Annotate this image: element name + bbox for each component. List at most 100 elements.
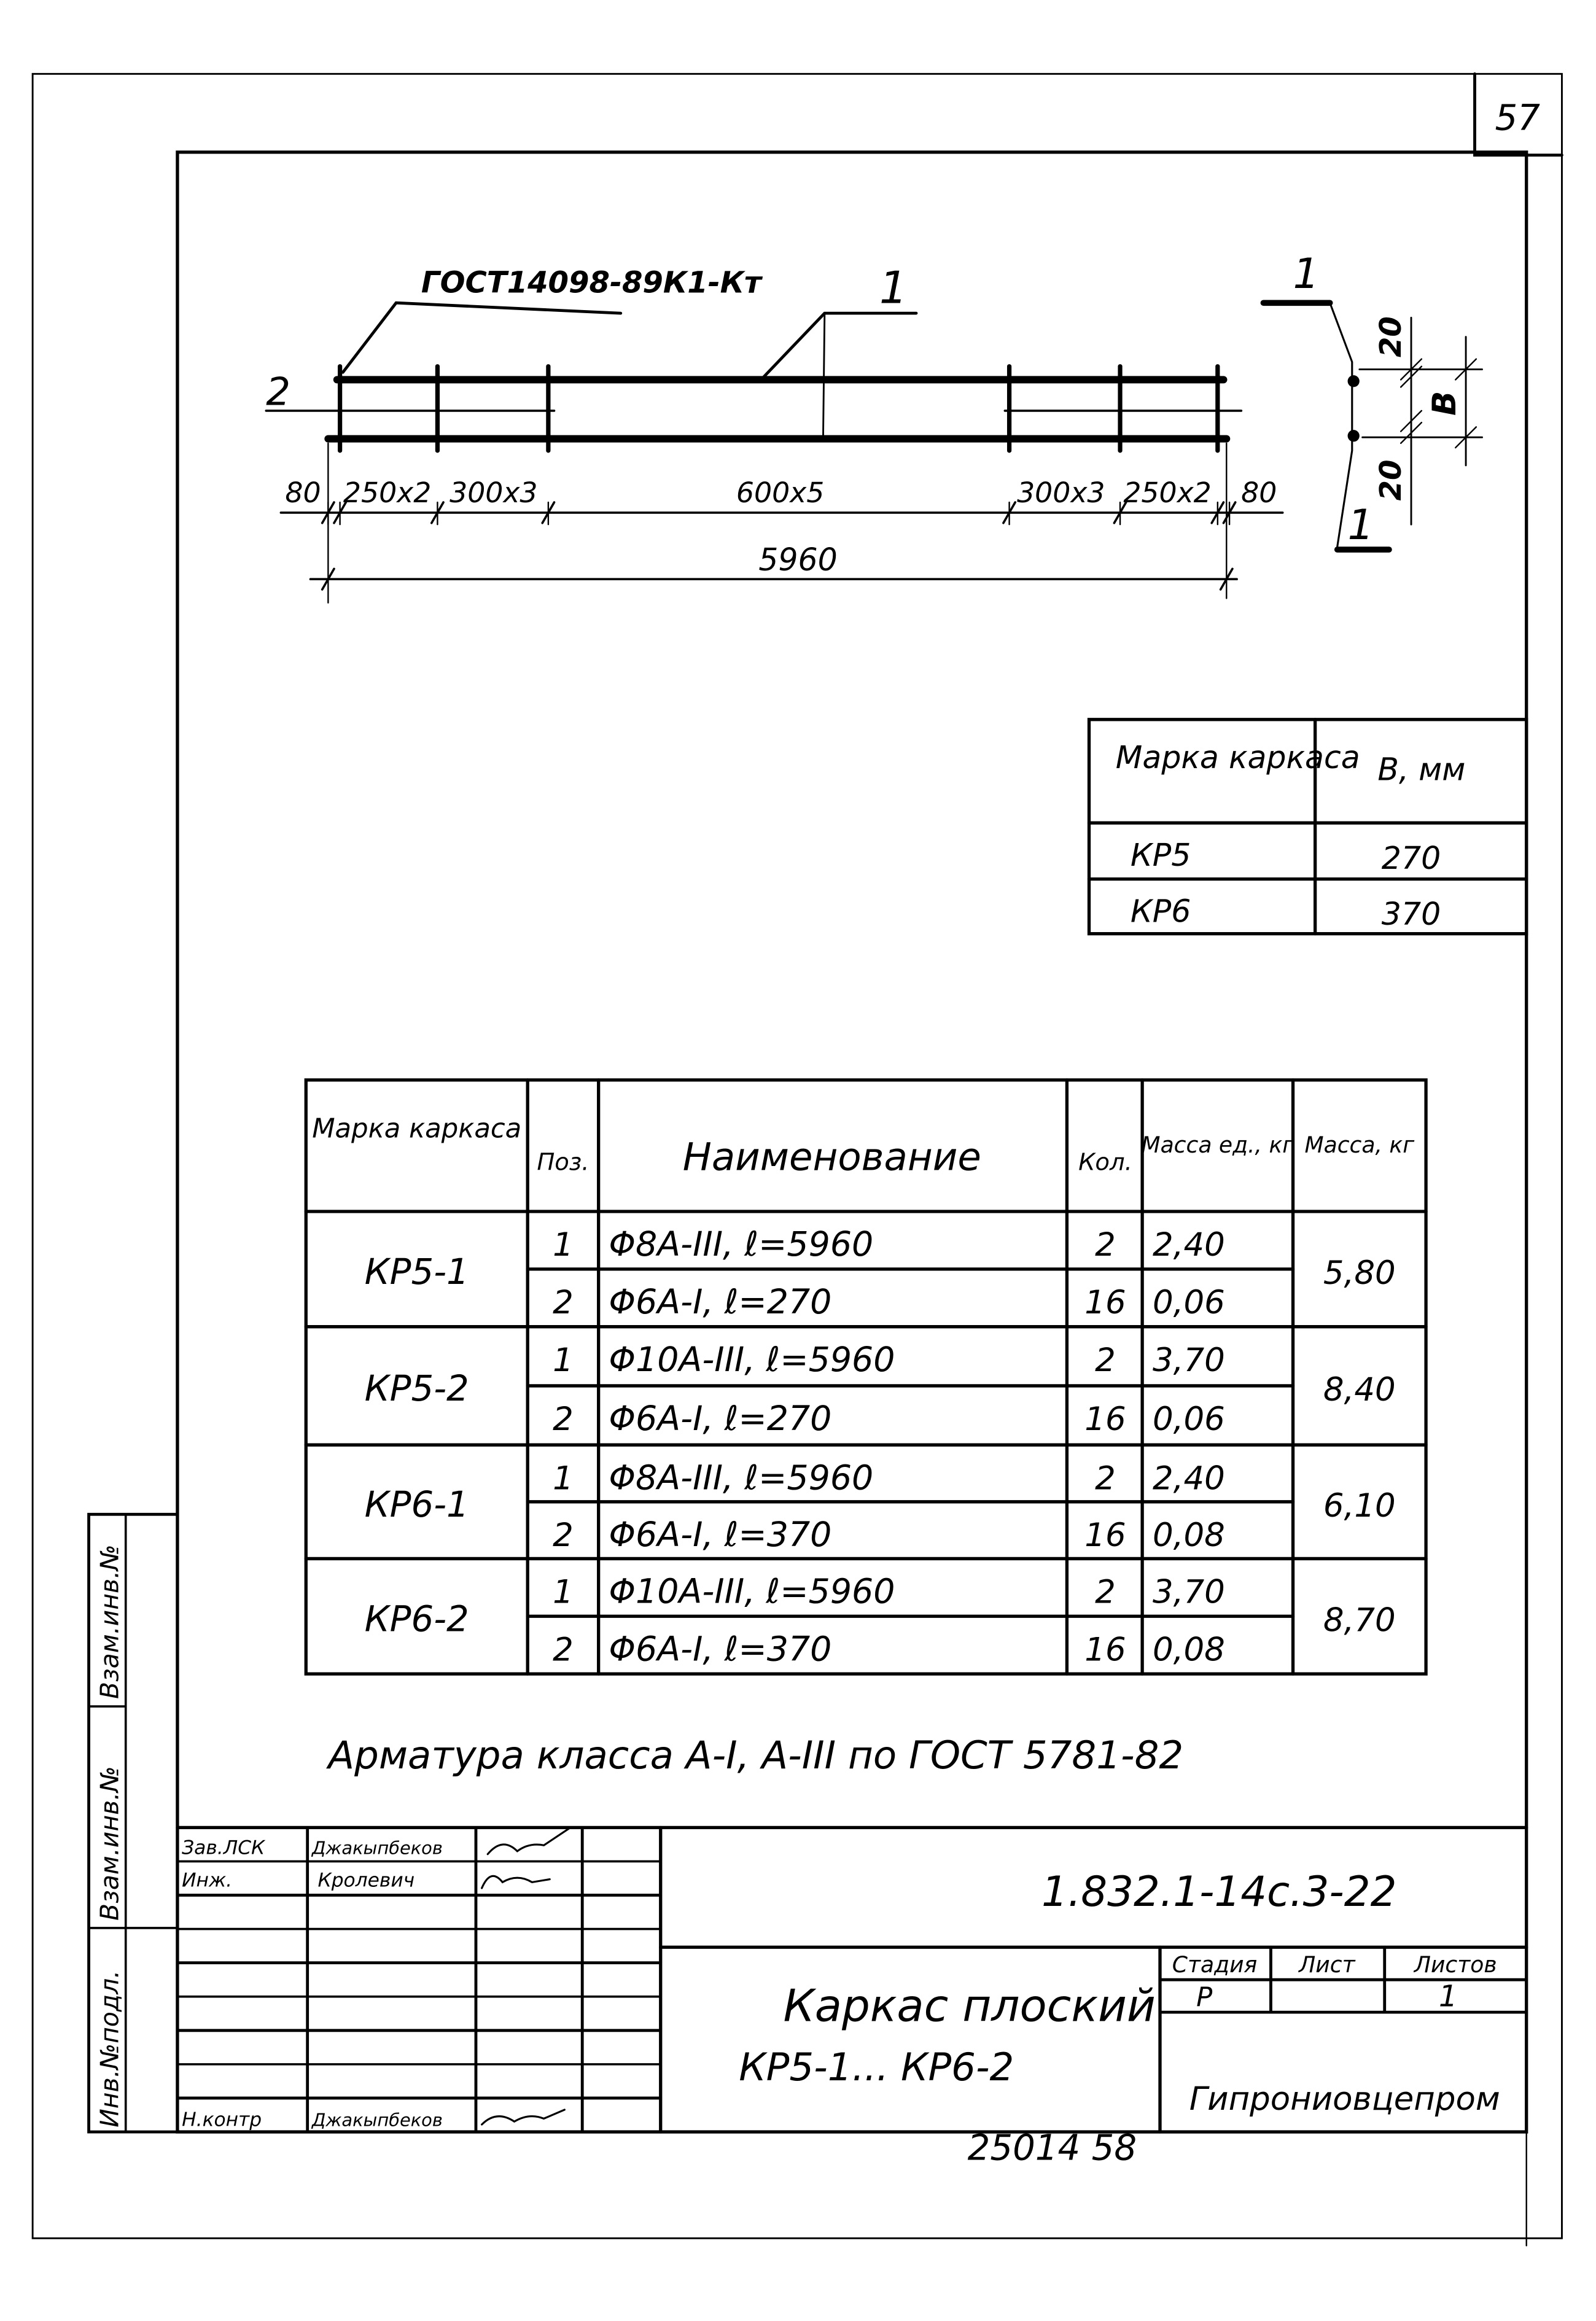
spec-header-mark: Марка каркаса xyxy=(312,1114,521,1145)
side-strip: Инв.№подл. Взам.инв.№ Взам.инв.№ xyxy=(87,1512,179,2134)
spec-total-mass: 6,10 xyxy=(1323,1487,1396,1525)
spec-name: Φ6А-I, ℓ=270 xyxy=(609,1399,832,1439)
pos-label-1: 1 xyxy=(879,262,908,314)
drawing-title-line1: Каркас плоский xyxy=(783,1981,1155,2032)
size-row-b: 270 xyxy=(1382,840,1441,876)
size-row-b: 370 xyxy=(1382,896,1441,932)
spec-pos: 2 xyxy=(553,1284,574,1321)
document-code: 1.832.1-14с.3-22 xyxy=(1041,1867,1396,1916)
spec-unit-mass: 0,08 xyxy=(1153,1631,1225,1668)
section-dim-b: В xyxy=(1426,391,1463,416)
spec-unit-mass: 0,06 xyxy=(1153,1284,1225,1321)
dim-80-right: 80 xyxy=(1241,476,1277,509)
spec-pos: 2 xyxy=(553,1517,574,1554)
sheet-number: 57 xyxy=(1495,97,1541,139)
signer-role: Зав.ЛСК xyxy=(182,1837,266,1859)
dim-250x2-right: 250x2 xyxy=(1123,476,1211,509)
title-block: Зав.ЛСК Джакыпбеков Инж. Кролевич Н.конт… xyxy=(176,1825,1528,2134)
section-mark-bottom: 1 xyxy=(1348,500,1374,549)
spec-qty: 2 xyxy=(1095,1226,1116,1264)
spec-name: Φ10А-III, ℓ=5960 xyxy=(609,1573,895,1612)
spec-pos: 1 xyxy=(553,1460,574,1497)
weld-note: ГОСТ14098-89К1-Кт xyxy=(421,265,763,300)
spec-header-name: Наименование xyxy=(683,1135,981,1180)
side-label-vzam-2: Взам.инв.№ xyxy=(95,1544,125,1699)
sheets-value: 1 xyxy=(1439,1979,1458,2013)
spec-qty: 16 xyxy=(1084,1631,1126,1668)
signer-role: Инж. xyxy=(182,1870,232,1892)
spec-unit-mass: 3,70 xyxy=(1153,1342,1225,1379)
spec-qty: 16 xyxy=(1084,1517,1126,1554)
size-header-b: В, мм xyxy=(1377,751,1465,787)
stage-value: Р xyxy=(1196,1982,1213,2013)
spec-total-mass: 8,40 xyxy=(1323,1371,1396,1409)
sheet-header: Лист xyxy=(1298,1952,1355,1978)
spec-pos: 2 xyxy=(553,1401,574,1438)
size-row-mark: КР5 xyxy=(1131,837,1191,873)
signer-name: Джакыпбеков xyxy=(311,2109,443,2130)
spec-name: Φ6А-I, ℓ=270 xyxy=(609,1283,832,1322)
section-dim-20-bottom: 20 xyxy=(1374,460,1408,501)
spec-unit-mass: 2,40 xyxy=(1153,1226,1225,1264)
signer-name: Кролевич xyxy=(318,1870,415,1892)
spec-unit-mass: 2,40 xyxy=(1153,1460,1225,1497)
organization: Гипрониовцепром xyxy=(1189,2080,1500,2118)
spec-header-mass: Масса, кг xyxy=(1304,1132,1415,1158)
signature-marks xyxy=(481,1826,572,2126)
spec-name: Φ8А-III, ℓ=5960 xyxy=(609,1458,874,1498)
frame-elevation: ГОСТ14098-89К1-Кт 1 2 80 250x2 300x3 600… xyxy=(265,262,1284,604)
spec-total-mass: 5,80 xyxy=(1323,1254,1396,1292)
spec-name: Φ6А-I, ℓ=370 xyxy=(609,1515,832,1555)
spec-pos: 1 xyxy=(553,1342,574,1379)
spec-mark: КР6-2 xyxy=(365,1598,469,1639)
spec-pos: 2 xyxy=(553,1631,574,1668)
spec-name: Φ6А-I, ℓ=370 xyxy=(609,1630,832,1669)
spec-mark: КР6-1 xyxy=(365,1483,469,1525)
side-label-inv-podl: Инв.№подл. xyxy=(95,1970,125,2128)
sheets-header: Листов xyxy=(1413,1952,1497,1978)
dim-300x3-left: 300x3 xyxy=(450,476,537,509)
stage-header: Стадия xyxy=(1172,1952,1257,1978)
signer-name: Джакыпбеков xyxy=(311,1838,443,1859)
spec-qty: 2 xyxy=(1095,1342,1116,1379)
side-label-vzam-1: Взам.инв.№ xyxy=(95,1766,125,1921)
size-table: Марка каркаса В, мм КР5 270 КР6 370 xyxy=(1087,718,1528,936)
dim-600x5: 600x5 xyxy=(736,476,824,509)
dim-tick xyxy=(1219,567,1234,591)
reinforcement-note: Арматура класса А-I, А-III по ГОСТ 5781-… xyxy=(325,1733,1183,1778)
spec-total-mass: 8,70 xyxy=(1323,1601,1396,1639)
footer-code: 25014 58 xyxy=(968,2127,1137,2169)
dim-total-length: 5960 xyxy=(758,542,838,578)
spec-qty: 16 xyxy=(1084,1401,1126,1438)
spec-qty: 16 xyxy=(1084,1284,1126,1321)
dim-300x3-right: 300x3 xyxy=(1017,476,1105,509)
pos-label-2: 2 xyxy=(266,369,290,414)
spec-mark: КР5-2 xyxy=(365,1367,469,1409)
dim-250x2-left: 250x2 xyxy=(343,476,431,509)
size-header-mark: Марка каркаса xyxy=(1116,739,1360,776)
section-dim-20-top: 20 xyxy=(1374,316,1408,357)
spec-header-pos: Поз. xyxy=(537,1149,589,1176)
spec-pos: 1 xyxy=(553,1226,574,1264)
spec-unit-mass: 3,70 xyxy=(1153,1574,1225,1611)
dim-tick xyxy=(321,567,335,591)
spec-qty: 2 xyxy=(1095,1574,1116,1611)
spec-table: Марка каркаса Поз. Наименование Кол. Мас… xyxy=(304,1078,1428,1676)
spec-mark: КР5-1 xyxy=(365,1251,469,1293)
spec-unit-mass: 0,08 xyxy=(1153,1517,1225,1554)
spec-qty: 2 xyxy=(1095,1460,1116,1497)
spec-header-unit-mass: Масса ед., кг xyxy=(1141,1132,1294,1158)
frame xyxy=(31,72,1563,2247)
section-1-1: 1 1 20 В 20 xyxy=(1260,249,1483,553)
spec-name: Φ10А-III, ℓ=5960 xyxy=(609,1340,895,1380)
signer-role: Н.контр xyxy=(182,2109,262,2131)
spec-pos: 1 xyxy=(553,1574,574,1611)
size-row-mark: КР6 xyxy=(1131,893,1191,929)
spec-unit-mass: 0,06 xyxy=(1153,1401,1225,1438)
section-mark-top: 1 xyxy=(1293,249,1320,298)
spec-header-qty: Кол. xyxy=(1078,1149,1132,1176)
spec-name: Φ8А-III, ℓ=5960 xyxy=(609,1225,874,1264)
dim-80-left: 80 xyxy=(285,476,321,509)
drawing-title-line2: КР5-1... КР6-2 xyxy=(739,2045,1014,2090)
